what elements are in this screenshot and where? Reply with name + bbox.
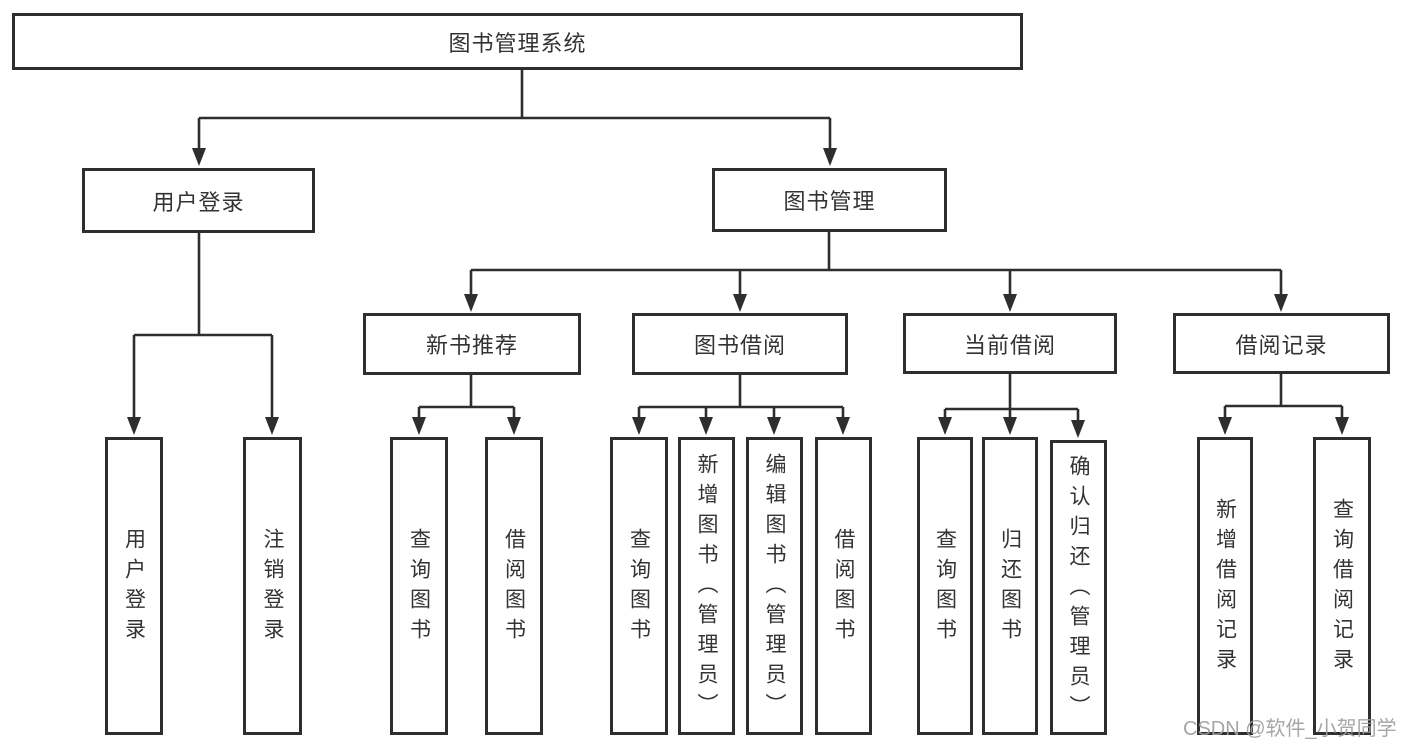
leaf-query-borrow-record-label: 查询借阅记录 (1330, 498, 1354, 678)
leaf-user-login: 用户登录 (105, 437, 163, 735)
leaf-query-books-recommend-label: 查询图书 (407, 528, 431, 648)
leaf-add-borrow-record: 新增借阅记录 (1197, 437, 1253, 735)
node-current-borrowing: 当前借阅 (903, 313, 1117, 374)
leaf-borrow-books-label: 借阅图书 (832, 528, 855, 648)
node-book-borrowing-label: 图书借阅 (693, 333, 786, 358)
leaf-query-books-current: 查询图书 (917, 437, 973, 735)
leaf-logout: 注销登录 (243, 437, 302, 735)
leaf-query-books-current-label: 查询图书 (933, 528, 957, 648)
node-user-login-label: 用户登录 (152, 189, 245, 215)
node-new-book-recommendation: 新书推荐 (363, 313, 581, 375)
leaf-user-login-label: 用户登录 (122, 528, 146, 648)
node-borrowing-records-label: 借阅记录 (1235, 332, 1328, 358)
leaf-return-books: 归还图书 (982, 437, 1038, 735)
leaf-edit-books-admin: 编辑图书（管理员） (746, 437, 803, 735)
csdn-watermark: CSDN @软件_小贺同学 (1183, 718, 1397, 740)
leaf-confirm-return-admin-label: 确认归还（管理员） (1067, 454, 1090, 725)
node-current-borrowing-label: 当前借阅 (963, 332, 1056, 358)
node-root-system-label: 图书管理系统 (448, 30, 587, 56)
leaf-query-books-recommend: 查询图书 (390, 437, 448, 735)
node-book-management: 图书管理 (712, 168, 947, 232)
node-book-management-label: 图书管理 (783, 189, 876, 214)
leaf-return-books-label: 归还图书 (998, 528, 1022, 648)
leaf-add-books-admin-label: 新增图书（管理员） (695, 453, 718, 723)
leaf-edit-books-admin-label: 编辑图书（管理员） (763, 453, 786, 723)
node-root-system: 图书管理系统 (12, 13, 1023, 70)
leaf-query-books-borrow-label: 查询图书 (627, 528, 651, 648)
node-user-login: 用户登录 (82, 168, 315, 233)
node-new-book-recommendation-label: 新书推荐 (425, 333, 518, 358)
leaf-confirm-return-admin: 确认归还（管理员） (1050, 440, 1107, 735)
leaf-borrow-books-recommend-label: 借阅图书 (502, 528, 526, 648)
node-borrowing-records: 借阅记录 (1173, 313, 1390, 374)
leaf-logout-label: 注销登录 (261, 528, 284, 648)
connector-lines (132, 70, 1344, 423)
leaf-add-borrow-record-label: 新增借阅记录 (1213, 498, 1237, 678)
leaf-borrow-books: 借阅图书 (815, 437, 872, 735)
leaf-add-books-admin: 新增图书（管理员） (678, 437, 735, 735)
leaf-query-books-borrow: 查询图书 (610, 437, 668, 735)
node-book-borrowing: 图书借阅 (632, 313, 848, 375)
arrowhead-icons (127, 148, 1349, 438)
leaf-borrow-books-recommend: 借阅图书 (485, 437, 543, 735)
leaf-query-borrow-record: 查询借阅记录 (1313, 437, 1371, 735)
